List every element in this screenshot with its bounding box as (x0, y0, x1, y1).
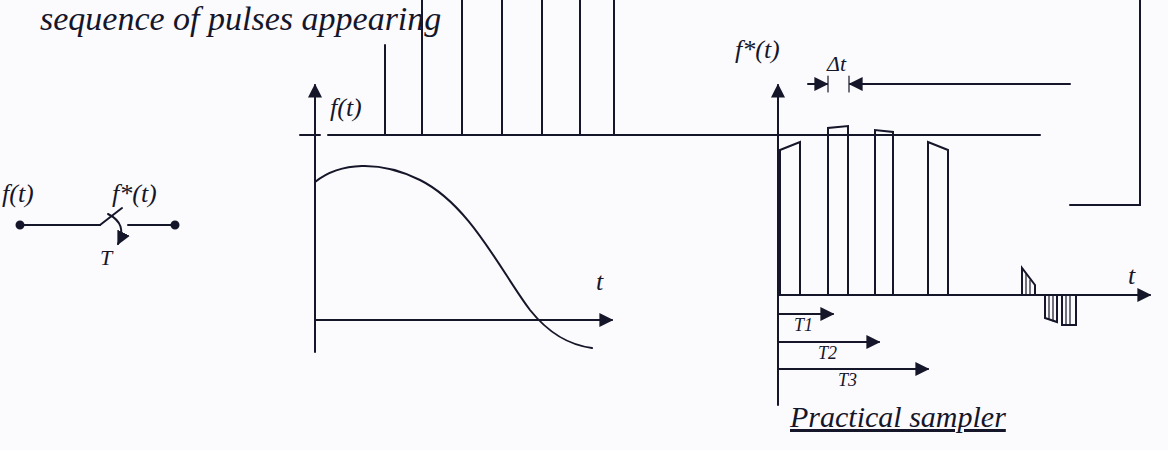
period-label: T2 (818, 344, 837, 364)
sampler-switch (17, 208, 179, 244)
axis-label: f*(t) (735, 36, 780, 65)
axis-label: t (1128, 262, 1135, 291)
continuous-signal-graph (315, 85, 612, 352)
period-label: T1 (794, 316, 813, 336)
axis-label: t (596, 268, 603, 297)
axis-label: f(t) (330, 94, 362, 123)
heading-note: sequence of pulses appearing (40, 0, 441, 37)
figure-caption: Practical sampler (790, 400, 1006, 433)
sampling-period-symbol: T (100, 246, 112, 270)
sampled-signal-graph (778, 76, 1150, 405)
frame-line (1070, 0, 1140, 205)
pulse-width-label: Δt (827, 52, 846, 76)
period-label: T3 (838, 371, 857, 391)
output-signal-name: f*(t) (112, 180, 157, 209)
input-signal-name: f(t) (2, 180, 34, 209)
